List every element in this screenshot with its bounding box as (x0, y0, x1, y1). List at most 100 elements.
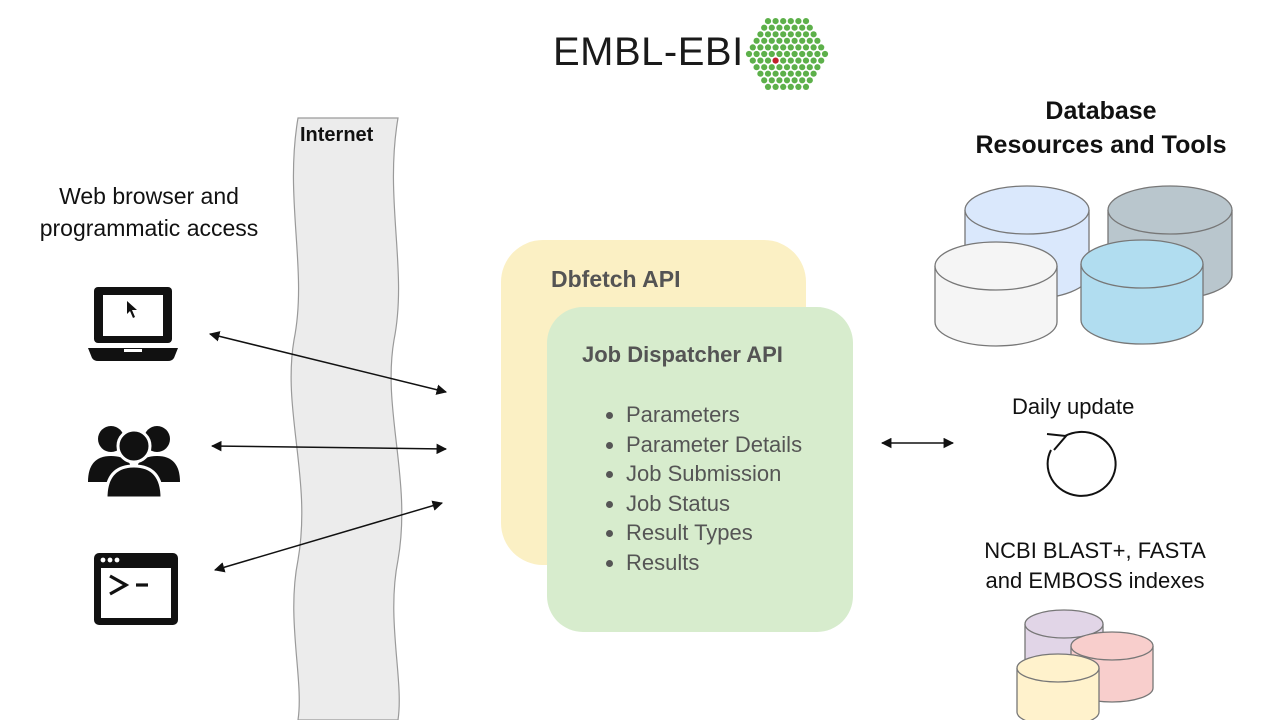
laptop-arrow (208, 331, 448, 395)
logo-dot (806, 64, 813, 71)
logo-dot (783, 77, 791, 84)
indexes-label-line2: and EMBOSS indexes (985, 568, 1205, 593)
logo-dot (791, 64, 798, 71)
internet-band (290, 117, 403, 720)
index-cylinders (1016, 609, 1154, 720)
logo-dot (810, 44, 817, 51)
logo-dot (764, 18, 772, 25)
logo-dot (783, 24, 791, 31)
logo-dot (787, 18, 794, 25)
logo-dot (814, 37, 821, 44)
logo-dot (791, 24, 798, 31)
logo-dot (757, 31, 764, 38)
logo-dot (776, 24, 783, 31)
logo-dot (795, 18, 802, 25)
logo-dot (749, 44, 756, 51)
logo-dot (802, 70, 810, 77)
indexes-label: NCBI BLAST+, FASTA and EMBOSS indexes (950, 536, 1240, 596)
logo-dot (753, 50, 760, 58)
logo-dot (776, 50, 783, 58)
logo-dot (802, 31, 810, 38)
client-arrows (208, 331, 448, 573)
users-group-icon (88, 426, 180, 500)
logo-dot (795, 44, 802, 51)
logo-dot (764, 57, 772, 64)
job-dispatcher-api-title: Job Dispatcher API (582, 342, 783, 367)
logo-dot (761, 77, 768, 84)
logo-dot (806, 77, 813, 84)
logo-dot (764, 70, 772, 77)
logo-dot (768, 64, 775, 71)
dbfetch-api-title: Dbfetch API (551, 266, 681, 292)
logo-dot (776, 77, 783, 84)
logo-dot (791, 37, 798, 44)
logo-dot (780, 44, 787, 51)
logo-dot (799, 24, 806, 31)
logo-dot (787, 31, 794, 38)
logo-dot (772, 44, 779, 51)
indexes-label-line1: NCBI BLAST+, FASTA (984, 538, 1206, 563)
logo-dot (753, 37, 760, 44)
logo-dot (799, 50, 806, 58)
daily-update-label: Daily update (1012, 394, 1135, 419)
logo-dot (749, 57, 756, 64)
endpoint-item: Job Status (626, 489, 866, 519)
logo-dot (757, 44, 764, 51)
logo-dot (780, 31, 787, 38)
logo-dot (783, 37, 791, 44)
logo-dot (780, 70, 787, 77)
logo-dot (795, 83, 802, 90)
logo-dot (772, 83, 779, 90)
logo-dot (764, 44, 772, 51)
clients-title-line1: Web browser and (59, 183, 239, 209)
job-dispatcher-api-card (547, 307, 853, 632)
logo-dot (787, 44, 794, 51)
logo-dot (802, 83, 810, 90)
logo-dot (799, 77, 806, 84)
terminal-icon (94, 553, 178, 625)
internet-label: Internet (300, 124, 374, 146)
laptop-icon (88, 287, 178, 361)
logo-dot (799, 64, 806, 71)
logo-dot (810, 70, 817, 77)
logo-dot (810, 31, 817, 38)
logo-accent-dot (772, 57, 779, 64)
logo-dot (772, 70, 779, 77)
logo-dot (818, 44, 825, 51)
logo-dot (814, 50, 821, 58)
logo-dot (780, 83, 787, 90)
logo-dot (772, 18, 779, 25)
logo-dot (787, 83, 794, 90)
database-cylinders (934, 185, 1233, 347)
logo-dot (806, 37, 813, 44)
logo-text: EMBL-EBI (553, 30, 744, 74)
logo-dot (757, 70, 764, 77)
clients-title: Web browser and programmatic access (18, 180, 280, 244)
endpoint-item: Parameter Details (626, 430, 866, 460)
refresh-icon (1046, 430, 1117, 497)
logo-dot (768, 50, 775, 58)
logo-dot (764, 31, 772, 38)
logo-dot (761, 64, 768, 71)
logo-dot (780, 57, 787, 64)
logo-dot (776, 37, 783, 44)
terminal-arrow (213, 500, 444, 573)
database-resources-title-line2: Resources and Tools (975, 131, 1227, 159)
logo-dot (757, 57, 764, 64)
logo-dot (768, 24, 775, 31)
logo-dot (795, 31, 802, 38)
logo-dot (768, 37, 775, 44)
logo-dot (783, 50, 791, 58)
logo-dot (761, 50, 768, 58)
database-cylinder-3 (934, 241, 1058, 347)
logo-dot (764, 83, 772, 90)
database-resources-title: Database Resources and Tools (948, 94, 1254, 162)
endpoint-item: Result Types (626, 518, 866, 548)
logo-dot (795, 70, 802, 77)
logo-dot (802, 44, 810, 51)
logo-dot (795, 57, 802, 64)
logo-dot (821, 50, 829, 58)
logo-hexagon-icon (745, 18, 829, 90)
logo-dot (753, 64, 760, 71)
